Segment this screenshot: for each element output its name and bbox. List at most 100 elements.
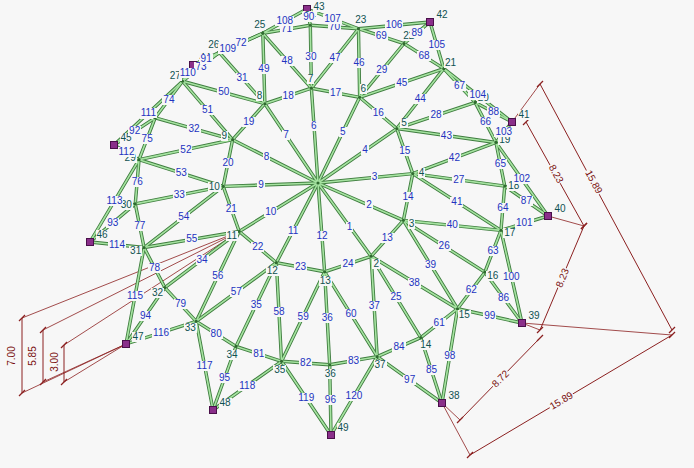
member-outline bbox=[155, 118, 232, 140]
dimension-tick bbox=[581, 223, 587, 229]
member-outline bbox=[325, 256, 371, 272]
dimension-value: 3.00 bbox=[49, 351, 59, 372]
member-number: 47 bbox=[328, 53, 341, 63]
truss-member bbox=[183, 81, 233, 139]
truss-joint bbox=[280, 360, 283, 363]
truss-joint bbox=[357, 27, 360, 30]
extension-line bbox=[64, 231, 239, 345]
member-outline bbox=[485, 230, 501, 272]
truss-member bbox=[144, 231, 239, 247]
truss-joint bbox=[310, 87, 313, 90]
truss-joint bbox=[376, 355, 379, 358]
node-number: 8 bbox=[256, 91, 264, 101]
truss-member bbox=[377, 357, 442, 403]
member-outline bbox=[371, 256, 421, 337]
member-number: 87 bbox=[520, 196, 533, 206]
member-number: 80 bbox=[210, 329, 223, 339]
truss-joint bbox=[323, 270, 326, 273]
member-outline bbox=[318, 97, 360, 183]
node-number: 39 bbox=[528, 311, 541, 321]
truss-member bbox=[318, 97, 360, 183]
member-number: 19 bbox=[242, 117, 255, 127]
truss-member bbox=[196, 321, 236, 346]
member-number: 18 bbox=[282, 91, 295, 101]
member-number: 76 bbox=[131, 177, 144, 187]
member-number: 61 bbox=[433, 318, 446, 328]
member-outline bbox=[183, 81, 233, 139]
node-number: 2 bbox=[372, 259, 380, 269]
member-outline bbox=[276, 263, 324, 272]
member-number: 83 bbox=[347, 356, 360, 366]
member-outline bbox=[377, 357, 442, 403]
extension-line bbox=[512, 84, 540, 122]
truss-member bbox=[236, 346, 282, 361]
truss-member bbox=[331, 357, 377, 435]
member-outline bbox=[358, 29, 404, 44]
dimension-tick bbox=[467, 452, 473, 458]
node-number: 36 bbox=[324, 369, 337, 379]
member-number: 65 bbox=[494, 159, 507, 169]
dimension-tick bbox=[61, 379, 67, 385]
member-outline bbox=[196, 321, 236, 346]
truss-member bbox=[126, 248, 144, 344]
member-number: 10 bbox=[264, 207, 277, 217]
dimension-value: 8.23 bbox=[546, 162, 565, 186]
member-number: 17 bbox=[329, 88, 342, 98]
member-number: 59 bbox=[297, 312, 310, 322]
truss-member bbox=[360, 69, 444, 98]
truss-joint bbox=[370, 255, 373, 258]
node-number: 40 bbox=[554, 204, 567, 214]
truss-member bbox=[397, 102, 475, 128]
member-outline bbox=[233, 104, 265, 140]
member-outline bbox=[265, 88, 311, 104]
member-number: 36 bbox=[321, 313, 334, 323]
member-number: 3 bbox=[371, 172, 379, 182]
truss-member bbox=[90, 160, 139, 242]
node-number: 25 bbox=[253, 20, 266, 30]
member-number: 117 bbox=[196, 361, 214, 371]
member-outline bbox=[360, 97, 397, 128]
truss-member bbox=[213, 361, 282, 410]
member-number: 6 bbox=[310, 121, 318, 131]
member-number: 40 bbox=[446, 220, 459, 230]
member-number: 8 bbox=[263, 152, 271, 162]
dimension-tick bbox=[581, 223, 587, 229]
member-number: 1 bbox=[346, 222, 354, 232]
truss-member bbox=[233, 140, 318, 183]
member-number: 9 bbox=[257, 180, 265, 190]
dimension-value: 7.00 bbox=[6, 345, 16, 366]
member-number: 44 bbox=[414, 94, 427, 104]
support-symbol bbox=[519, 320, 526, 327]
member-number: 75 bbox=[141, 134, 154, 144]
truss-member bbox=[114, 118, 155, 145]
member-number: 86 bbox=[497, 293, 510, 303]
member-number: 98 bbox=[443, 351, 456, 361]
member-number: 97 bbox=[403, 375, 416, 385]
member-outline bbox=[496, 142, 548, 216]
node-number: 33 bbox=[184, 323, 197, 333]
dimension-tick bbox=[19, 390, 25, 396]
member-outline bbox=[444, 69, 512, 122]
truss-member bbox=[318, 183, 325, 272]
member-outline bbox=[236, 346, 282, 361]
truss-member bbox=[196, 231, 239, 321]
truss-joint bbox=[309, 24, 312, 27]
member-number: 35 bbox=[250, 300, 263, 310]
member-number: 30 bbox=[304, 52, 317, 62]
node-number: 13 bbox=[319, 276, 332, 286]
member-number: 74 bbox=[162, 95, 175, 105]
truss-joint bbox=[499, 229, 502, 232]
member-number: 101 bbox=[515, 218, 534, 228]
member-outline bbox=[165, 288, 196, 322]
truss-member bbox=[330, 357, 377, 365]
truss-member bbox=[318, 129, 397, 183]
truss-member bbox=[397, 129, 413, 174]
dimension-line bbox=[460, 338, 540, 420]
truss-joint bbox=[234, 345, 237, 348]
dimension-lines bbox=[19, 81, 675, 458]
dimension-line bbox=[526, 122, 584, 226]
dimension-line bbox=[43, 330, 44, 382]
member-number: 105 bbox=[427, 40, 446, 50]
member-outline bbox=[239, 231, 276, 262]
support-symbol bbox=[439, 400, 446, 407]
